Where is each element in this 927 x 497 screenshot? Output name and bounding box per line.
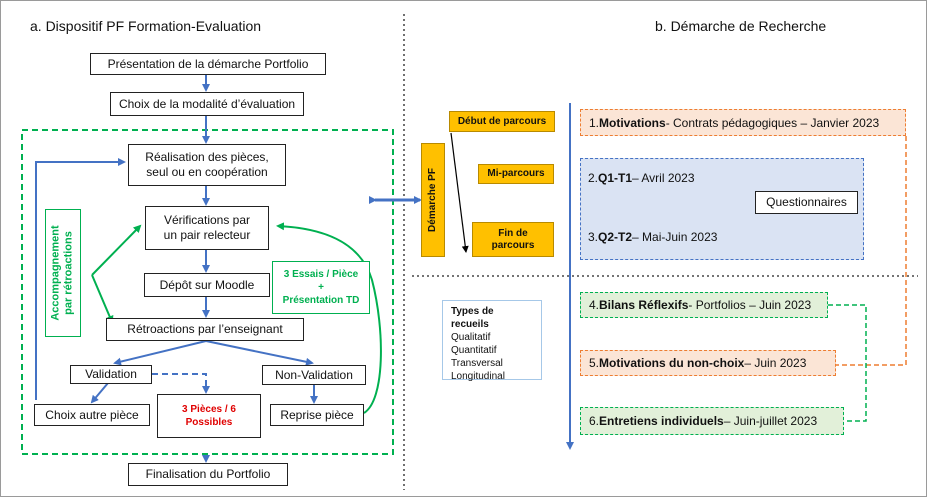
step4-prefix: 4. — [589, 298, 600, 312]
choix-autre-box: Choix autre pièce — [34, 404, 150, 426]
verifications-line1: Vérifications par — [163, 213, 251, 227]
pieces-box: 3 Pièces / 6 Possibles — [157, 394, 261, 438]
step6-box: 6. Entretiens individuels – Juin-juillet… — [580, 407, 844, 435]
types-item: Quantitatif — [451, 345, 497, 356]
step2-label: 2. Q1-T1 – Avril 2023 — [584, 168, 695, 188]
step4-bold: Bilans Réflexifs — [599, 298, 689, 312]
types-box: Types de recueils Qualitatif Quantitatif… — [442, 300, 542, 382]
depot-label: Dépôt sur Moodle — [159, 277, 255, 292]
step6-prefix: 6. — [589, 414, 600, 428]
debut-label: Début de parcours — [457, 115, 547, 127]
realisation-box: Réalisation des pièces, seul ou en coopé… — [128, 144, 286, 186]
retroactions-box: Rétroactions par l’enseignant — [106, 318, 304, 341]
pieces-line1: 3 Pièces / 6 — [182, 404, 236, 415]
presentation-label: Présentation de la démarche Portfolio — [107, 56, 309, 71]
step5-bold: Motivations du non-choix — [599, 356, 745, 370]
step1-box: 1. Motivations - Contrats pédagogiques –… — [580, 109, 906, 136]
choix-modalite-box: Choix de la modalité d’évaluation — [110, 92, 304, 116]
step2-rest: – Avril 2023 — [632, 171, 695, 185]
types-title: Types de recueils — [451, 306, 494, 330]
questionnaires-label: Questionnaires — [766, 195, 847, 209]
essais-line2: + — [318, 282, 324, 293]
pieces-line2: Possibles — [185, 417, 233, 428]
verifications-line2: un pair relecteur — [163, 228, 251, 242]
step6-rest: – Juin-juillet 2023 — [723, 414, 818, 428]
validation-box: Validation — [70, 365, 152, 384]
realisation-line1: Réalisation des pièces, — [145, 150, 269, 164]
reprise-label: Reprise pièce — [280, 407, 354, 422]
right-title: b. Démarche de Recherche — [655, 18, 827, 34]
step1-bold: Motivations — [599, 115, 666, 130]
mi-box: Mi-parcours — [478, 164, 554, 184]
step4-rest: - Portfolios – Juin 2023 — [688, 298, 812, 312]
types-item: Longitudinal — [451, 371, 505, 382]
fin-line2: parcours — [491, 239, 535, 251]
step2-bold: Q1-T1 — [598, 171, 633, 185]
step4-box: 4. Bilans Réflexifs - Portfolios – Juin … — [580, 292, 828, 318]
step3-bold: Q2-T2 — [598, 230, 633, 244]
left-title: a. Dispositif PF Formation-Evaluation — [30, 18, 262, 34]
step5-prefix: 5. — [589, 356, 600, 370]
realisation-line2: seul ou en coopération — [146, 165, 268, 179]
accompagnement-box: Accompagnement par rétroactions — [45, 209, 81, 337]
step5-box: 5. Motivations du non-choix – Juin 2023 — [580, 350, 836, 376]
step1-prefix: 1. — [589, 115, 600, 130]
retroactions-label: Rétroactions par l’enseignant — [127, 322, 283, 336]
reprise-box: Reprise pièce — [270, 404, 364, 426]
mi-label: Mi-parcours — [487, 168, 545, 179]
step3-label: 3. Q2-T2 – Mai-Juin 2023 — [584, 227, 717, 247]
demarche-pf-label: Démarche PF — [427, 168, 439, 232]
essais-line3: Présentation TD — [282, 295, 360, 306]
step6-bold: Entretiens individuels — [599, 414, 724, 428]
step5-rest: – Juin 2023 — [744, 356, 807, 370]
demarche-pf-box: Démarche PF — [421, 143, 445, 257]
non-validation-label: Non-Validation — [275, 367, 353, 382]
choix-modalite-label: Choix de la modalité d’évaluation — [118, 96, 296, 111]
fin-line1: Fin de — [498, 227, 528, 239]
essais-box: 3 Essais / Pièce + Présentation TD — [272, 261, 370, 314]
questionnaires-box: Questionnaires — [755, 191, 858, 214]
accompagnement-line2: par rétroactions — [63, 231, 76, 315]
choix-autre-label: Choix autre pièce — [45, 407, 139, 422]
non-validation-box: Non-Validation — [262, 365, 366, 385]
verifications-box: Vérifications par un pair relecteur — [145, 206, 269, 250]
presentation-box: Présentation de la démarche Portfolio — [90, 53, 326, 75]
fin-box: Fin de parcours — [472, 222, 554, 257]
step2-prefix: 2. — [588, 171, 599, 185]
finalisation-label: Finalisation du Portfolio — [145, 467, 271, 481]
debut-box: Début de parcours — [449, 111, 555, 132]
essais-line1: 3 Essais / Pièce — [283, 269, 359, 280]
step3-rest: – Mai-Juin 2023 — [632, 230, 718, 244]
validation-label: Validation — [85, 367, 137, 381]
types-item: Qualitatif — [451, 332, 491, 343]
finalisation-box: Finalisation du Portfolio — [128, 463, 288, 486]
depot-box: Dépôt sur Moodle — [144, 273, 270, 297]
step3-prefix: 3. — [588, 230, 599, 244]
types-item: Transversal — [451, 358, 503, 369]
step1-rest: - Contrats pédagogiques – Janvier 2023 — [665, 115, 880, 130]
accompagnement-line1: Accompagnement — [50, 225, 63, 321]
